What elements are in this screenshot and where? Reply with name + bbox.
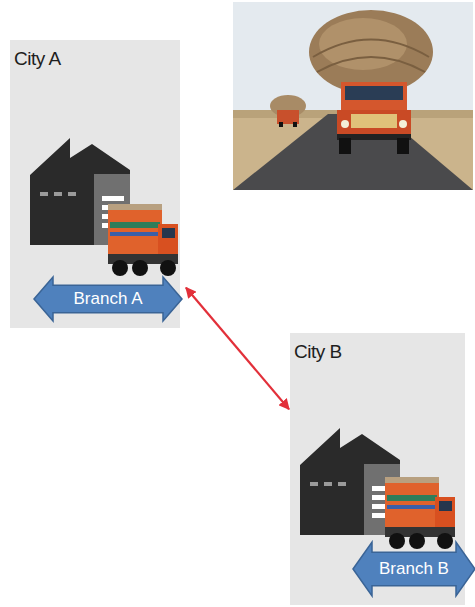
double-arrow-outline <box>353 542 475 596</box>
branch-name: Branch A <box>74 289 143 309</box>
branch-arrow: Branch B <box>352 541 475 597</box>
city-panel: City A Branch A <box>10 40 180 328</box>
double-arrow-outline <box>34 277 182 321</box>
city-panel: City B Branch B <box>290 333 465 605</box>
city-name: City A <box>14 48 61 70</box>
link-arrow <box>186 288 289 410</box>
branch-arrow: Branch A <box>33 276 183 322</box>
city-name: City B <box>294 341 342 363</box>
branch-name: Branch B <box>379 559 449 579</box>
truck-photo <box>233 2 473 190</box>
